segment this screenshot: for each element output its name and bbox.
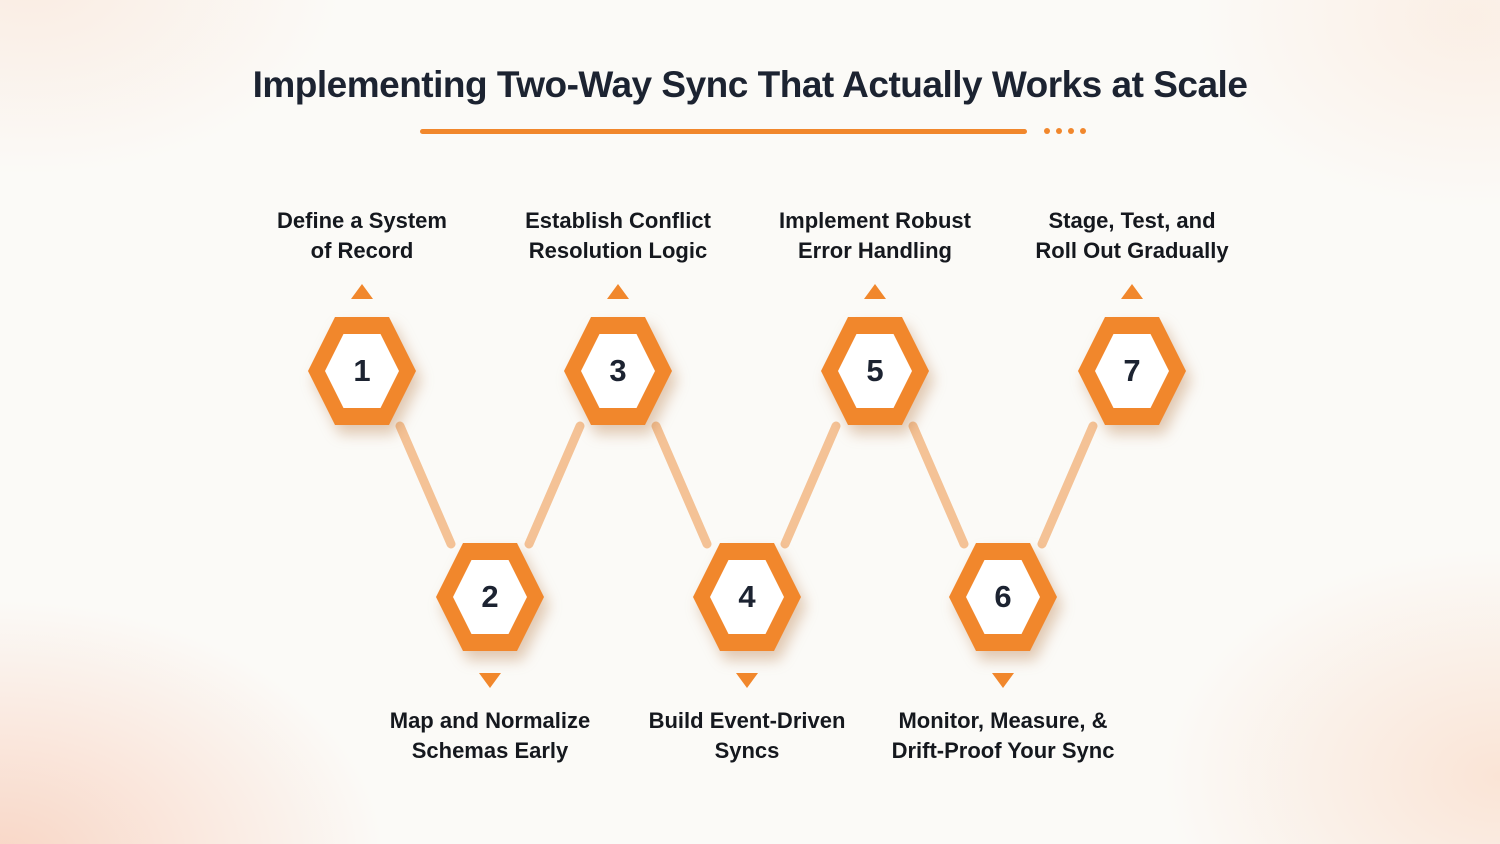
hexagon-inner: 7 [1095,334,1169,408]
hexagon-inner: 2 [453,560,527,634]
step-7-hexagon: 7 [1078,317,1186,425]
step-4: 4 Build Event-Driven Syncs [607,543,887,766]
step-6-label: Monitor, Measure, & Drift-Proof Your Syn… [891,708,1115,763]
hexagon-outer: 7 [1078,317,1186,425]
step-5-number: 5 [866,353,884,388]
hexagon-outer: 4 [693,543,801,651]
hexagon-inner: 1 [325,334,399,408]
step-2-label: Map and Normalize Schemas Early [389,708,591,763]
hexagon-outer: 1 [308,317,416,425]
connector-4-5 [780,421,841,549]
step-3-number: 3 [609,353,627,388]
step-5-hexagon: 5 [821,317,929,425]
step-4-number: 4 [738,579,756,614]
step-1-label: Define a System of Record [277,208,447,263]
step-7: Stage, Test, and Roll Out Gradually 7 [992,206,1272,425]
page-title: Implementing Two-Way Sync That Actually … [252,64,1248,105]
step-2-number: 2 [481,579,499,614]
hexagon-outer: 6 [949,543,1057,651]
connector-2-3 [524,421,585,549]
step-1-number: 1 [353,353,371,388]
connector-5-6 [908,421,969,549]
step-7-number: 7 [1123,353,1141,388]
step-6-number: 6 [994,579,1012,614]
step-1-hexagon: 1 [308,317,416,425]
hexagon-inner: 3 [581,334,655,408]
step-3: Establish Conflict Resolution Logic 3 [478,206,758,425]
arrow-down-icon [479,673,501,688]
arrow-up-icon [607,284,629,299]
dot-icon [1080,128,1086,134]
arrow-up-icon [351,284,373,299]
title-underline [420,129,1027,134]
step-1: Define a System of Record 1 [222,206,502,425]
dot-icon [1068,128,1074,134]
arrow-up-icon [864,284,886,299]
arrow-down-icon [736,673,758,688]
step-4-label: Build Event-Driven Syncs [648,708,846,763]
dot-icon [1044,128,1050,134]
connector-6-7 [1037,421,1098,549]
step-6-hexagon: 6 [949,543,1057,651]
step-7-label: Stage, Test, and Roll Out Gradually [1035,208,1229,263]
connector-1-2 [395,421,456,549]
hexagon-outer: 3 [564,317,672,425]
hexagon-inner: 5 [838,334,912,408]
step-3-label: Establish Conflict Resolution Logic [525,208,711,263]
underline-dots-icon [1044,128,1086,134]
arrow-down-icon [992,673,1014,688]
arrow-up-icon [1121,284,1143,299]
step-3-hexagon: 3 [564,317,672,425]
step-4-hexagon: 4 [693,543,801,651]
step-2: 2 Map and Normalize Schemas Early [350,543,630,766]
hexagon-inner: 4 [710,560,784,634]
step-6: 6 Monitor, Measure, & Drift-Proof Your S… [863,543,1143,766]
dot-icon [1056,128,1062,134]
hexagon-inner: 6 [966,560,1040,634]
hexagon-outer: 2 [436,543,544,651]
step-5-label: Implement Robust Error Handling [779,208,971,263]
step-5: Implement Robust Error Handling 5 [735,206,1015,425]
step-2-hexagon: 2 [436,543,544,651]
hexagon-outer: 5 [821,317,929,425]
connector-3-4 [651,421,712,549]
